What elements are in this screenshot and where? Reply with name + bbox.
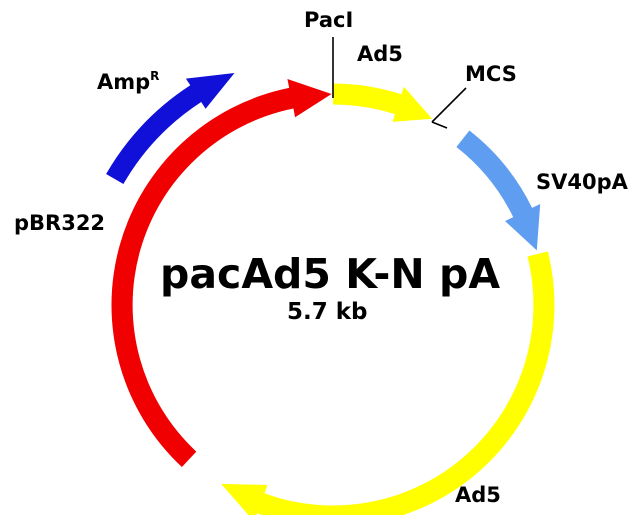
ampr-label-superscript: R [150, 69, 160, 83]
ad5-top-arrow [333, 83, 433, 122]
sv40pa-label: SV40pA [536, 170, 628, 194]
plasmid-size: 5.7 kb [287, 299, 368, 325]
ad5-top-label: Ad5 [357, 42, 403, 66]
sv40pa-arrow [456, 130, 541, 251]
ampr-label: AmpR [97, 70, 159, 93]
mcs-pointer [431, 87, 467, 123]
plasmid-name: pacAd5 K-N pA [160, 250, 501, 298]
mcs-label: MCS [465, 62, 517, 86]
ad5-bottom-band [257, 251, 555, 515]
ad5-bottom-label: Ad5 [455, 483, 501, 507]
ad5-bottom-arrow [221, 483, 278, 515]
ampr-label-text: Amp [97, 70, 151, 94]
pbr322-label: pBR322 [14, 211, 106, 235]
ampr-arrow [106, 73, 235, 184]
paci-label: PacI [304, 8, 354, 32]
pbr322-arrow [111, 79, 332, 467]
mcs-tick [431, 121, 448, 129]
